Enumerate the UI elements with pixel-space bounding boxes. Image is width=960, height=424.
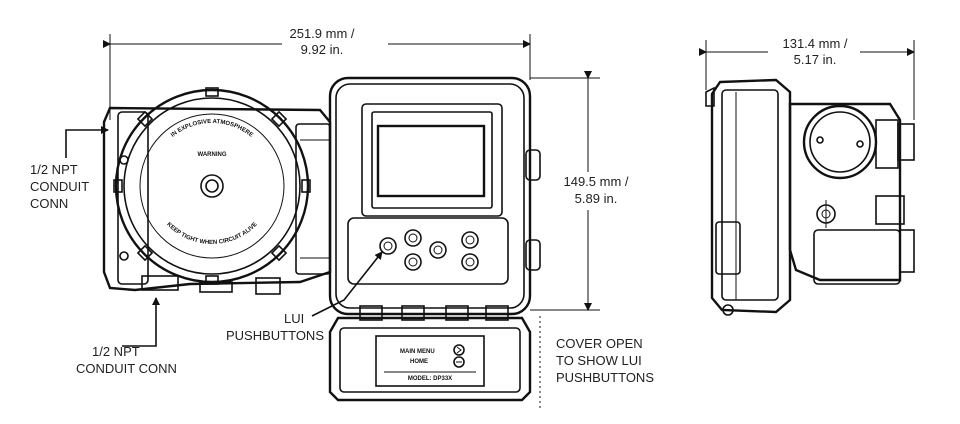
cap-text-bottom: KEEP TIGHT WHEN CIRCUIT ALIVE: [165, 222, 258, 246]
cap-side-profile: [802, 104, 878, 180]
conduit-left-line3: CONN: [30, 196, 68, 211]
lcd-screen: [376, 124, 486, 198]
conduit-bottom-line1: 1/2 NPT: [92, 344, 140, 359]
lui-pushbuttons[interactable]: [379, 229, 479, 271]
pushbutton[interactable]: [379, 237, 397, 255]
callout-lui-pushbuttons: LUI PUSHBUTTONS: [226, 251, 383, 343]
width-in: 9.92 in.: [301, 42, 344, 57]
cap-text-top: IN EXPLOSIVE ATMOSPHERE: [170, 119, 254, 139]
pushbutton[interactable]: [461, 253, 479, 271]
height-in: 5.89 in.: [575, 191, 618, 206]
hinge-tab: [445, 305, 469, 321]
cover-open-line3: PUSHBUTTONS: [556, 370, 654, 385]
depth-mm: 131.4 mm /: [782, 36, 847, 51]
keypad-panel: [347, 217, 509, 285]
hinge-tab: [359, 305, 383, 321]
cap-notch: [136, 110, 154, 128]
cap-notch: [113, 179, 123, 193]
cap-notch: [205, 87, 219, 97]
pushbutton[interactable]: [461, 231, 479, 249]
callout-conduit-left: 1/2 NPT CONDUIT CONN: [30, 126, 109, 211]
lui-line1: LUI: [284, 311, 304, 326]
dimension-height: 149.5 mm / 5.89 in.: [530, 71, 644, 311]
home-icon: [453, 356, 465, 368]
side-view: [705, 78, 915, 316]
pushbutton[interactable]: [404, 253, 422, 271]
conduit-bottom-line2: CONDUIT CONN: [76, 361, 177, 376]
cover-plate: [375, 335, 485, 387]
depth-in: 5.17 in.: [794, 52, 837, 67]
callout-conduit-bottom: 1/2 NPT CONDUIT CONN: [76, 297, 177, 376]
cover-model: MODEL: DP33X: [408, 376, 452, 382]
electronics-enclosure: [328, 76, 541, 321]
cap-hub: [200, 174, 224, 198]
display-window: [361, 103, 503, 217]
explosion-proof-cap: IN EXPLOSIVE ATMOSPHERE WARNING KEEP TIG…: [113, 87, 311, 285]
cap-notch: [270, 244, 288, 262]
cover-home: HOME: [410, 359, 428, 365]
dimension-depth: 131.4 mm / 5.17 in.: [699, 36, 915, 120]
cap-notch: [270, 110, 288, 128]
cap-notch: [136, 244, 154, 262]
cover-open-line1: COVER OPEN: [556, 336, 643, 351]
dimension-width: 251.9 mm / 9.92 in.: [103, 26, 531, 120]
arrow-right-icon: [453, 344, 465, 356]
hinge-tab: [485, 305, 509, 321]
lui-line2: PUSHBUTTONS: [226, 328, 324, 343]
pushbutton[interactable]: [429, 241, 447, 259]
conduit-housing: [102, 106, 332, 295]
conduit-left-line1: 1/2 NPT: [30, 162, 78, 177]
cap-notch: [301, 179, 311, 193]
opened-cover: MAIN MENU HOME MODEL: DP33X: [328, 316, 532, 402]
callout-cover-open: COVER OPEN TO SHOW LUI PUSHBUTTONS: [539, 316, 654, 408]
width-mm: 251.9 mm /: [289, 26, 354, 41]
cap-notch: [205, 275, 219, 285]
pushbutton[interactable]: [404, 229, 422, 247]
screw-icon: [722, 304, 734, 316]
cover-open-line2: TO SHOW LUI: [556, 353, 642, 368]
height-mm: 149.5 mm /: [563, 174, 628, 189]
conduit-left-line2: CONDUIT: [30, 179, 89, 194]
cover-main-menu: MAIN MENU: [400, 349, 435, 355]
hinge-tab: [401, 305, 425, 321]
front-view: IN EXPLOSIVE ATMOSPHERE WARNING KEEP TIG…: [102, 76, 541, 402]
cap-text-warning: WARNING: [198, 152, 227, 158]
